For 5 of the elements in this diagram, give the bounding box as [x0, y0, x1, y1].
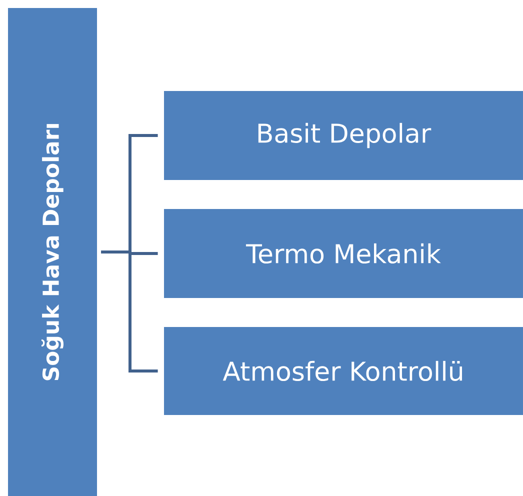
category-box: Soğuk Hava Depoları	[8, 8, 97, 496]
item-box: Termo Mekanik	[164, 209, 523, 298]
connector	[101, 250, 158, 372]
item-box: Atmosfer Kontrollü	[164, 326, 523, 415]
item-box: Basit Depolar	[164, 91, 523, 180]
